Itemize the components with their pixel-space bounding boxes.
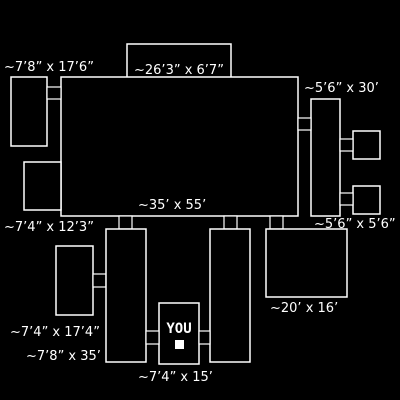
- player-square-icon: [175, 340, 184, 349]
- room-right-hall[interactable]: [310, 98, 341, 217]
- label-kitchen: ~20’ x 16’: [270, 301, 338, 316]
- label-right-hall: ~5’6” x 30’: [304, 81, 379, 96]
- door-office-right: [198, 330, 211, 345]
- room-show-stage[interactable]: [126, 43, 232, 79]
- room-east-hall[interactable]: [209, 228, 251, 363]
- label-left-hall-top: ~7’8” x 17’6”: [4, 60, 94, 75]
- room-supply-closet[interactable]: [55, 245, 94, 316]
- door-left-hall-top: [46, 86, 62, 100]
- player-label: YOU: [166, 321, 191, 337]
- door-kitchen: [269, 215, 284, 230]
- door-east-hall: [223, 215, 238, 230]
- room-kitchen[interactable]: [265, 228, 348, 298]
- door-right-hall: [297, 117, 312, 131]
- room-restroom-top[interactable]: [352, 130, 381, 160]
- room-office[interactable]: [158, 302, 200, 365]
- door-supply-closet: [92, 273, 107, 288]
- room-restroom-bottom[interactable]: [352, 185, 381, 215]
- door-office-left: [145, 330, 160, 345]
- room-west-hall[interactable]: [105, 228, 147, 363]
- label-west-hall: ~7’8” x 35’: [26, 349, 101, 364]
- door-restroom-bottom: [339, 192, 354, 206]
- door-restroom-top: [339, 138, 354, 152]
- label-office: ~7’4” x 15’: [138, 370, 213, 385]
- door-west-hall: [118, 215, 133, 230]
- label-dining-area: ~35’ x 55’: [138, 198, 206, 213]
- label-show-stage: ~26’3” x 6’7”: [134, 63, 224, 78]
- room-dining-area[interactable]: [60, 76, 299, 217]
- label-supply-closet: ~7’4” x 17’4”: [10, 325, 100, 340]
- room-left-hall-bottom[interactable]: [23, 161, 62, 211]
- label-restrooms: ~5’6” x 5’6”: [314, 217, 396, 232]
- room-left-hall-top[interactable]: [10, 76, 48, 147]
- label-left-hall-bottom: ~7’4” x 12’3”: [4, 220, 94, 235]
